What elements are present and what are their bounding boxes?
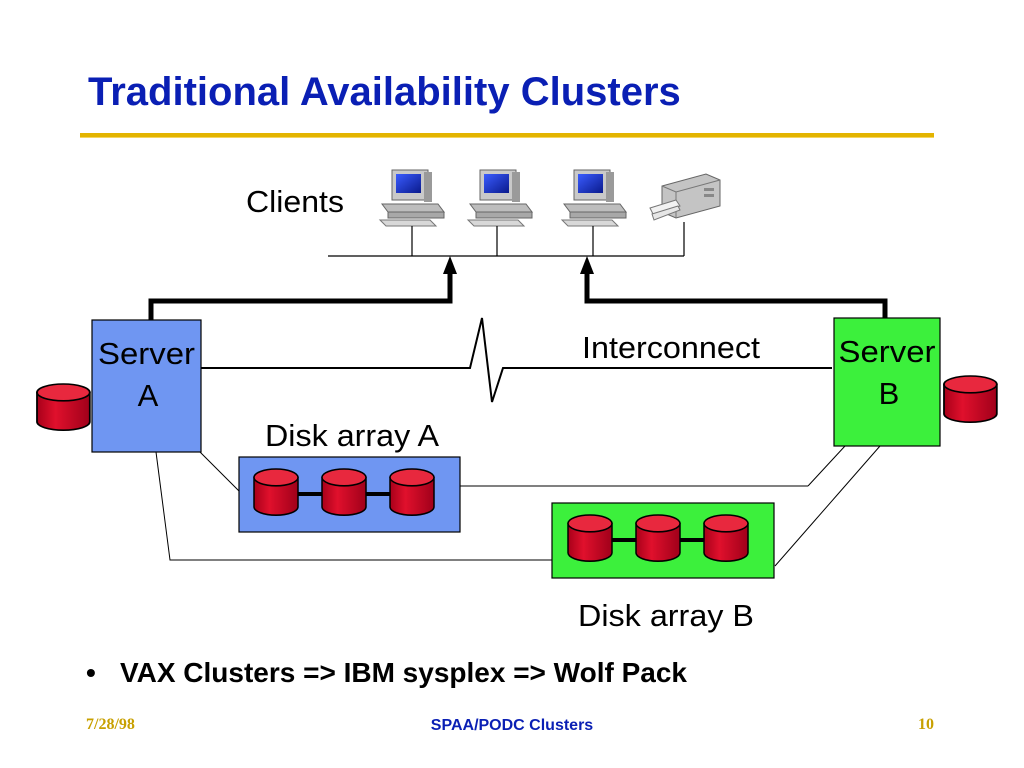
disk-a2 — [321, 468, 367, 516]
server-a-label-line1: Server — [98, 336, 195, 371]
disk-array-a — [238, 456, 461, 533]
footer-title: SPAA/PODC Clusters — [430, 717, 594, 734]
server-a-lan-connection — [148, 256, 457, 320]
interconnect-link — [200, 317, 832, 403]
bullet-text: VAX Clusters => IBM sysplex => Wolf Pack — [120, 657, 687, 688]
printer-icon — [649, 173, 721, 221]
interconnect-label: Interconnect — [582, 330, 760, 365]
disk-b2 — [635, 514, 681, 562]
footer-date: 7/28/98 — [86, 716, 135, 733]
client-computer-1-icon — [379, 169, 445, 227]
server-b-label-line1: Server — [839, 334, 936, 369]
disk-array-a-label: Disk array A — [265, 418, 439, 453]
client-computer-3-icon — [561, 169, 627, 227]
clients-label: Clients — [246, 184, 344, 219]
server-b-lan-connection — [580, 256, 888, 318]
disk-b3 — [703, 514, 749, 562]
bullet-item: • VAX Clusters => IBM sysplex => Wolf Pac… — [86, 656, 687, 690]
server-a: Server A — [91, 319, 202, 453]
disk-array-links — [155, 445, 881, 567]
disk-a3 — [389, 468, 435, 516]
disk-a1 — [253, 468, 299, 516]
slide-title: Traditional Availability Clusters — [88, 70, 681, 114]
footer-page-number: 10 — [918, 716, 934, 733]
disk-array-b — [551, 502, 775, 579]
server-b-label-line2: B — [879, 376, 900, 411]
server-a-label-line2: A — [138, 378, 159, 413]
client-computer-2-icon — [467, 169, 533, 227]
client-network — [328, 222, 685, 257]
disk-b1 — [567, 514, 613, 562]
server-a-local-disk — [36, 383, 91, 432]
bullet-dot-icon: • — [86, 657, 96, 688]
server-b-local-disk — [943, 375, 998, 424]
disk-array-b-label: Disk array B — [578, 598, 754, 633]
server-b: Server B — [833, 317, 941, 447]
title-divider — [80, 133, 934, 138]
